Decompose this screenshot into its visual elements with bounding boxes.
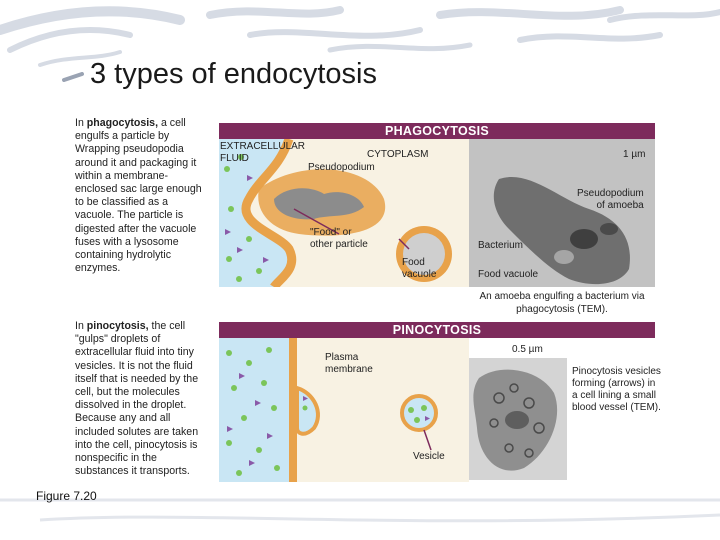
label-scale-0-5um: 0.5 µm (512, 344, 543, 355)
phagocytosis-illustration (219, 139, 452, 287)
phagocytosis-micrograph (469, 139, 655, 287)
phagocytosis-diagram (219, 139, 469, 287)
title-bullet-icon (62, 72, 84, 82)
amoeba-micrograph-image (469, 139, 655, 287)
pinocytosis-term: pinocytosis, (86, 320, 149, 332)
phagocytosis-description: In phagocytosis, a cell engulfs a partic… (75, 117, 202, 275)
label-pseudopodium: Pseudopodium (308, 162, 375, 173)
pinocytosis-micrograph-image (469, 358, 567, 480)
pinocytosis-caption: Pinocytosis vesicles forming (arrows) in… (572, 366, 661, 413)
phagocytosis-caption: An amoeba engulfing a bacterium via phag… (479, 291, 645, 315)
label-scale-1um: 1 µm (623, 149, 646, 160)
label-bacterium: Bacterium (478, 240, 524, 251)
phagocytosis-banner: PHAGOCYTOSIS (219, 123, 655, 139)
label-cytoplasm: CYTOPLASM (367, 149, 429, 160)
label-vesicle: Vesicle (413, 451, 445, 462)
label-food-vacuole-micrograph: Food vacuole (478, 269, 539, 280)
pinocytosis-description: In pinocytosis, the cell "gulps" droplet… (75, 320, 199, 478)
pinocytosis-micrograph (469, 358, 567, 480)
figure-label: Figure 7.20 (36, 489, 97, 503)
pinocytosis-illustration (219, 338, 438, 482)
slide-title: 3 types of endocytosis (90, 58, 377, 90)
label-plasma-membrane: Plasma membrane (325, 352, 373, 375)
label-pseudopodium-of-amoeba: Pseudopodium of amoeba (577, 188, 644, 211)
label-food-particle: "Food" or other particle (310, 227, 368, 250)
pinocytosis-diagram (219, 338, 469, 482)
label-extracellular-fluid: EXTRACELLULAR FLUID (220, 141, 306, 164)
phagocytosis-term: phagocytosis, (86, 117, 159, 129)
label-food-vacuole: Food vacuole (402, 257, 437, 280)
pinocytosis-banner: PINOCYTOSIS (219, 322, 655, 338)
